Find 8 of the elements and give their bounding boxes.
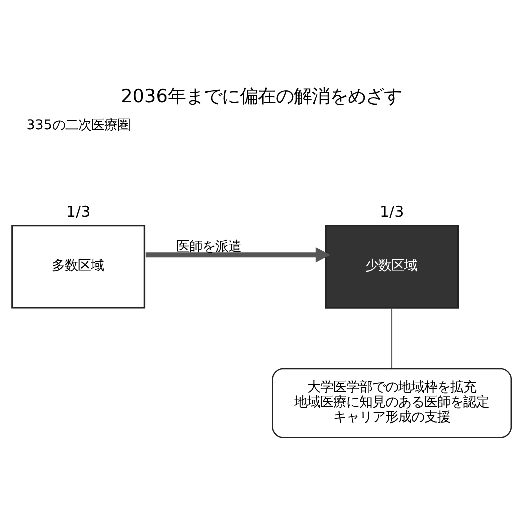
node-box: 大学医学部での地域枠を拡充 地域医療に知見のある医師を認定 キャリア形成の支援	[272, 368, 512, 438]
arrow	[146, 247, 331, 263]
label: 335の二次医療圏	[26, 118, 130, 134]
node-label: 1/3	[66, 202, 91, 221]
diagram-title: 2036年までに偏在の解消をめざす	[121, 86, 402, 108]
edge-label: 医師を派遣	[176, 240, 242, 255]
connector	[392, 308, 393, 370]
node-label: 1/3	[380, 202, 404, 221]
